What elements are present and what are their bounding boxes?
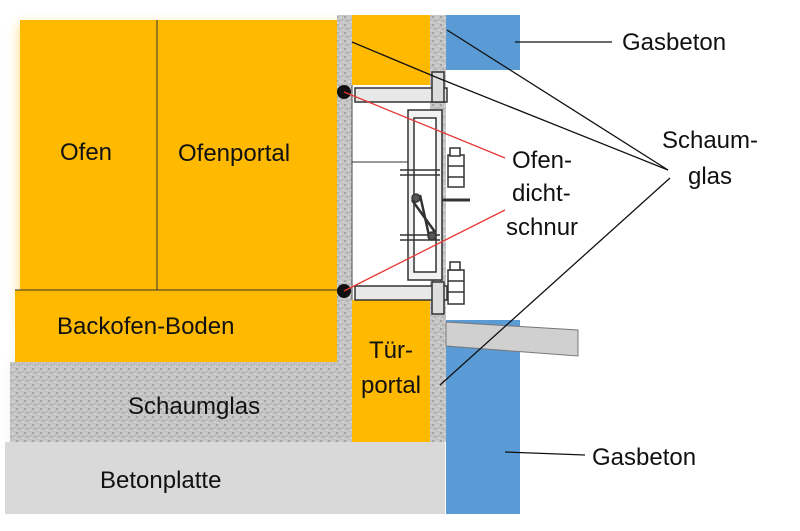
backofen-boden-block — [15, 290, 337, 362]
label-schaumglas-right-line2: glas — [688, 163, 732, 190]
label-ofendichtschnur-line3: schnur — [506, 214, 578, 241]
label-ofenportal: Ofenportal — [178, 140, 290, 167]
gasbeton-upper — [446, 15, 520, 70]
ofen-block — [20, 20, 157, 290]
label-betonplatte: Betonplatte — [100, 467, 221, 494]
label-ofen: Ofen — [60, 139, 112, 166]
label-schaumglas: Schaumglas — [128, 393, 260, 420]
ofenportal-block — [157, 20, 337, 290]
label-tuerportal-line2: portal — [361, 372, 421, 399]
betonplatte-block — [5, 442, 445, 514]
schaumglas-layer — [10, 362, 352, 442]
label-gasbeton-bottom: Gasbeton — [592, 444, 696, 471]
gasbeton-wall — [446, 320, 520, 514]
shelf-slab — [445, 321, 579, 357]
label-tuerportal-line1: Tür- — [369, 337, 413, 364]
label-schaumglas-right-line1: Schaum- — [662, 127, 758, 154]
label-ofendichtschnur-line2: dicht- — [512, 180, 571, 207]
tuerportal-upper — [352, 15, 430, 85]
schaumglas-strip-left — [337, 15, 352, 442]
black-leader-lines — [351, 29, 671, 456]
label-backofen-boden: Backofen-Boden — [57, 313, 234, 340]
label-ofendichtschnur-line1: Ofen- — [512, 147, 572, 174]
label-gasbeton-top: Gasbeton — [622, 29, 726, 56]
red-leader-lines — [343, 91, 506, 292]
oven-door-mechanism — [352, 71, 470, 315]
tuerportal-lower — [352, 300, 430, 442]
